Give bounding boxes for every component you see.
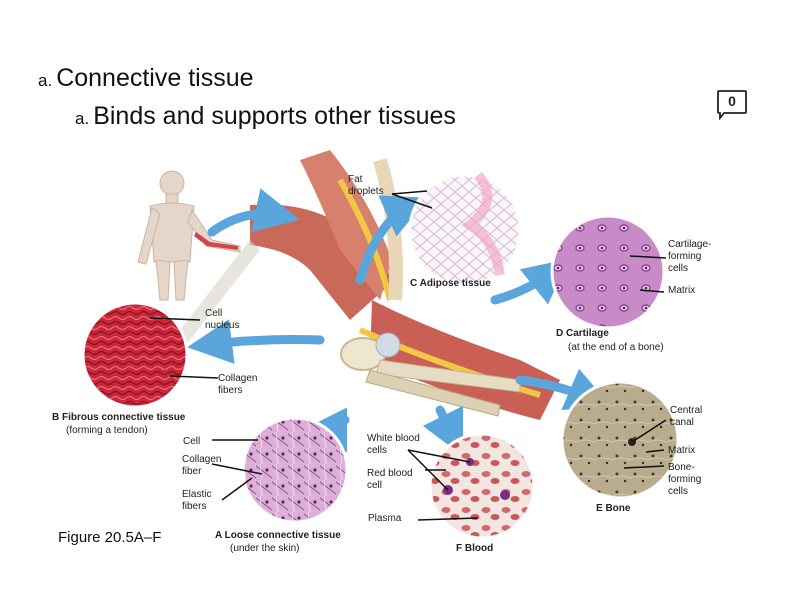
loose-tissue-micrograph [241, 416, 349, 524]
leader-lines [149, 190, 667, 521]
bullet-text: Binds and supports other tissues [93, 102, 456, 130]
bone-micrograph [560, 380, 680, 500]
label-adipose-tissue: C Adipose tissue [410, 278, 491, 289]
bullet-text: Connective tissue [56, 64, 254, 92]
label-fibrous-sub: (forming a tendon) [66, 425, 148, 436]
label-fibrous-connective-tissue: B Fibrous connective tissue [52, 412, 186, 423]
comment-badge[interactable]: 0 [716, 88, 748, 121]
label-bone-matrix: Matrix [668, 445, 696, 456]
figure-caption: Figure 20.5A–F [58, 529, 162, 546]
label-bone: E Bone [596, 503, 631, 514]
label-collagen-fiber: Collagen fiber [182, 454, 222, 477]
label-red-blood-cell: Red blood cell [367, 468, 413, 491]
bullet-marker: a. [75, 109, 90, 128]
bullet-connective-tissue: a.Connective tissue [38, 64, 254, 93]
human-figure [137, 170, 241, 301]
label-fat-droplets: Fat droplets [348, 174, 384, 197]
label-plasma: Plasma [368, 513, 402, 524]
label-cartilage-matrix: Matrix [668, 285, 696, 296]
label-cartilage-forming-cells: Cartilage-forming cells [668, 239, 712, 274]
arm-highlight [194, 232, 238, 250]
label-central-canal: Central canal [670, 405, 703, 428]
tendon-micrograph [81, 301, 189, 409]
label-blood: F Blood [456, 543, 494, 554]
label-cartilage-sub: (at the end of a bone) [568, 342, 664, 353]
adipose-micrograph [408, 171, 522, 287]
label-loose-connective-tissue: A Loose connective tissue [215, 530, 341, 541]
label-white-blood-cells: White blood cells [367, 433, 420, 456]
label-bone-forming-cells: Bone-forming cells [668, 462, 702, 497]
comment-bubble-icon [717, 90, 747, 121]
label-elastic-fibers: Elastic fibers [182, 489, 212, 512]
label-collagen-fibers: Collagen fibers [218, 373, 258, 396]
cartilage-micrograph [550, 214, 666, 330]
label-loose-cell: Cell [183, 436, 201, 447]
label-cartilage: D Cartilage [556, 328, 609, 339]
label-cell-nucleus: Cell nucleus [205, 308, 240, 331]
bullet-binds-supports: a.Binds and supports other tissues [75, 102, 456, 131]
bullet-marker: a. [38, 71, 53, 90]
comment-count: 0 [728, 93, 736, 109]
label-loose-sub: (under the skin) [230, 543, 300, 554]
